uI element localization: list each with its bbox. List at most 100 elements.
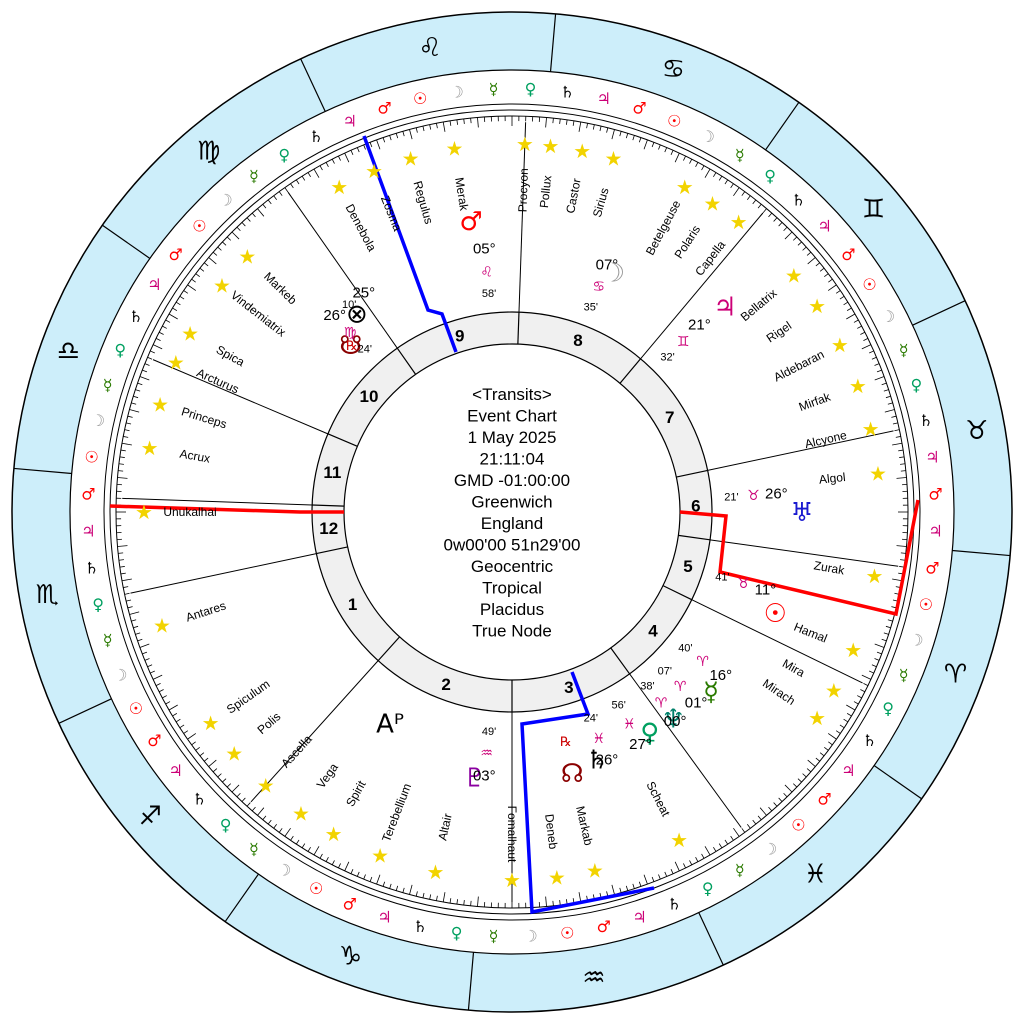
position-minutes: 32' — [660, 351, 674, 363]
degree-tick — [846, 704, 856, 711]
part-of-fortune-icon: ⊗ — [346, 299, 368, 329]
sun-icon: ☉ — [764, 599, 787, 629]
degree-tick — [449, 120, 452, 126]
degree-tick — [118, 470, 124, 472]
natal-planets: ♂☽♃♅☉☿♆♀♄☊♇Aᴾ⊗☋ — [339, 207, 813, 794]
transit-glyph: ♂ — [343, 895, 357, 914]
degree-tick — [752, 819, 757, 825]
degree-tick — [900, 559, 906, 561]
degree-tick — [643, 139, 648, 150]
degree-tick — [135, 389, 141, 392]
degree-tick — [231, 231, 240, 240]
zodiac-aquarius-glyph: ♒ — [582, 963, 605, 993]
degree-tick — [784, 784, 793, 793]
transit-glyph: ♃ — [925, 448, 939, 467]
degree-tick — [127, 415, 133, 418]
position-sign: ♉ — [737, 576, 750, 592]
degree-tick — [456, 119, 458, 125]
degree-tick — [222, 241, 227, 246]
transit-glyph: ♀ — [525, 79, 537, 98]
star-icon: ★ — [730, 210, 748, 234]
star-icon: ★ — [371, 844, 389, 868]
star-icon: ★ — [670, 828, 688, 852]
degree-tick — [301, 843, 306, 849]
house-number-6: 6 — [691, 497, 700, 516]
star-icon: ★ — [869, 462, 887, 486]
sign-divider — [698, 912, 724, 966]
star-label: Altair — [435, 812, 454, 842]
degree-tick — [152, 344, 163, 350]
degree-tick — [861, 344, 872, 350]
degree-tick — [409, 884, 413, 895]
degree-tick — [853, 701, 859, 705]
degree-tick — [625, 133, 629, 139]
degree-tick — [619, 887, 622, 893]
degree-tick — [120, 449, 126, 452]
degree-tick — [881, 638, 887, 642]
degree-tick — [155, 683, 161, 686]
degree-tick — [463, 118, 465, 124]
transit-glyph: ☽ — [91, 411, 105, 430]
house-cusps — [122, 122, 899, 902]
position-degree: 00° — [664, 713, 687, 730]
house-cusp-line — [709, 539, 899, 567]
star-icon: ★ — [427, 860, 445, 884]
position-sign: ♈ — [696, 654, 709, 670]
transit-glyph: ♀ — [882, 699, 894, 718]
degree-tick — [162, 325, 167, 329]
transit-glyph: ♃ — [377, 907, 391, 926]
position-minutes: 35' — [584, 302, 598, 314]
degree-tick — [651, 876, 655, 882]
degree-tick — [887, 619, 893, 622]
degree-tick — [131, 402, 137, 405]
transit-glyph: ♄ — [84, 558, 98, 577]
degree-tick — [139, 643, 150, 648]
position-degree: 07° — [596, 257, 619, 274]
mean-node-virgo-icon: ☋ — [339, 331, 362, 361]
neptune-icon: ♆ — [662, 704, 685, 734]
degree-tick — [241, 797, 246, 802]
degree-tick — [683, 155, 686, 161]
degree-tick — [415, 127, 418, 133]
star-label: Procyon — [515, 168, 531, 212]
degree-tick — [701, 853, 705, 859]
degree-tick — [572, 120, 575, 126]
degree-tick — [301, 175, 306, 181]
degree-tick — [382, 137, 386, 143]
degree-tick — [236, 226, 241, 232]
position-minutes: 40' — [678, 642, 692, 654]
position-sign: ♋ — [592, 279, 605, 295]
position-sign: ♈ — [674, 679, 687, 695]
degree-tick — [129, 611, 140, 615]
degree-tick — [695, 857, 699, 862]
degree-tick — [142, 369, 148, 373]
house-cusp-1 — [316, 546, 348, 555]
retrograde-marker-virgo: ℞ — [346, 339, 358, 354]
star-icon: ★ — [865, 564, 883, 588]
degree-tick — [713, 172, 717, 178]
degree-tick — [155, 338, 161, 341]
position-sign: ♈ — [655, 696, 668, 712]
house-cusp-12 — [312, 504, 345, 507]
degree-tick — [773, 217, 778, 222]
chart-info-line: <Transits> — [472, 385, 552, 404]
chart-info-line: 21:11:04 — [480, 449, 545, 468]
degree-tick — [733, 827, 740, 837]
star-label: Pollux — [537, 175, 554, 209]
transit-glyph: ♂ — [168, 245, 182, 264]
degree-tick — [158, 689, 164, 693]
position-sign: ♒ — [480, 746, 493, 762]
degree-tick — [874, 376, 885, 381]
star-label: Deneb — [542, 813, 560, 850]
star-icon: ★ — [676, 175, 694, 199]
star-icon: ★ — [135, 500, 153, 524]
degree-tick — [733, 187, 740, 197]
chart-info-line: Greenwich — [471, 492, 552, 511]
degree-tick — [869, 670, 874, 674]
star-label: Algol — [818, 470, 846, 487]
transit-glyph: ☽ — [763, 839, 777, 858]
star-icon: ★ — [844, 638, 862, 662]
transit-glyph: ♄ — [667, 895, 681, 914]
degree-tick — [208, 759, 217, 767]
